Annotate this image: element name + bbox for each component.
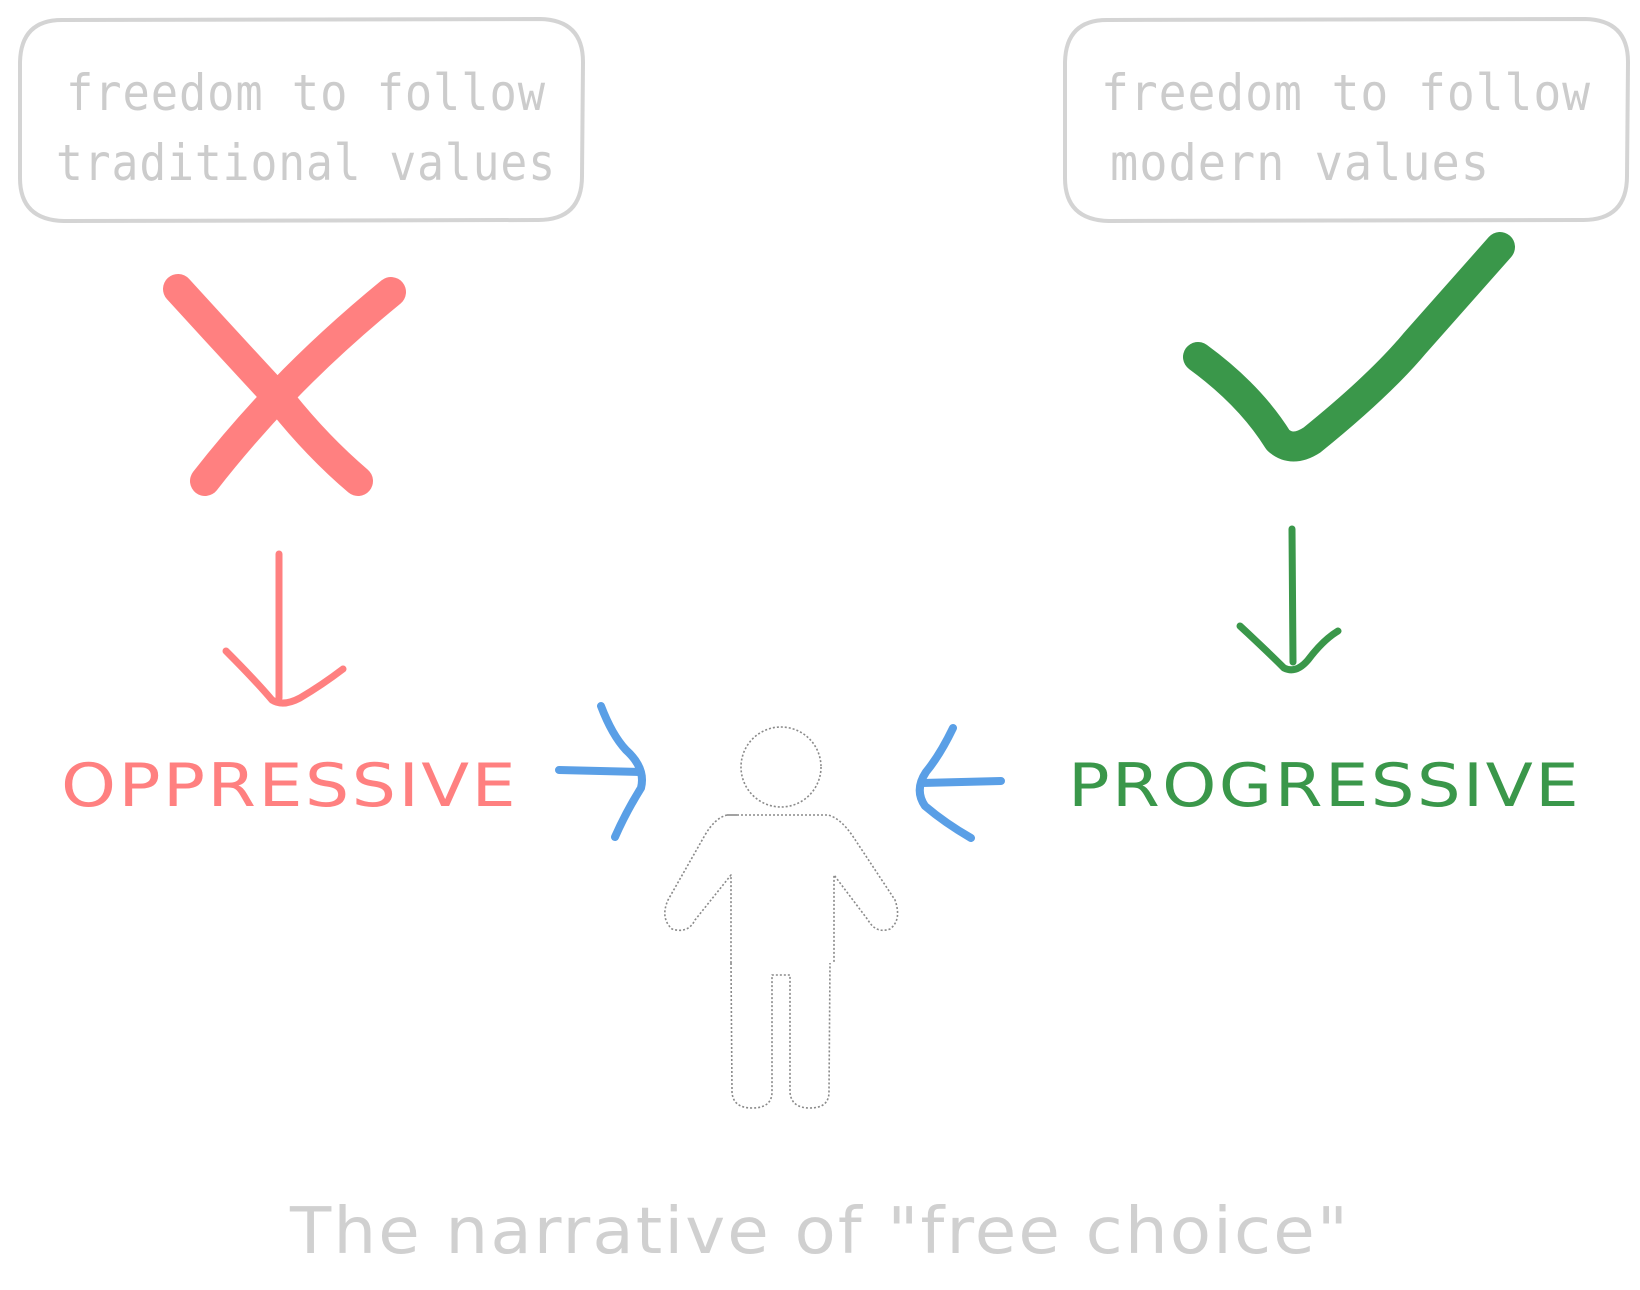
left-box-line1: freedom to follow <box>66 64 546 122</box>
blue-right-arrow <box>555 702 646 841</box>
left-box: freedom to follow traditional values <box>18 17 585 223</box>
right-box-line1: freedom to follow <box>1101 64 1591 122</box>
cross-icon <box>163 274 406 496</box>
person-icon <box>664 726 899 1109</box>
blue-left-arrow <box>915 724 1005 842</box>
left-label: OPPRESSIVE <box>61 751 518 821</box>
checkmark-icon <box>1183 232 1515 462</box>
left-box-line2: traditional values <box>56 134 556 192</box>
right-box-frame <box>1063 17 1630 223</box>
left-box-frame <box>18 17 585 223</box>
caption: The narrative of "free choice" <box>289 1195 1350 1269</box>
right-box-line2: modern values <box>1110 134 1490 192</box>
right-box: freedom to follow modern values <box>1063 17 1630 223</box>
green-down-arrow <box>1236 525 1342 674</box>
red-down-arrow <box>222 550 347 707</box>
right-label: PROGRESSIVE <box>1068 751 1581 821</box>
